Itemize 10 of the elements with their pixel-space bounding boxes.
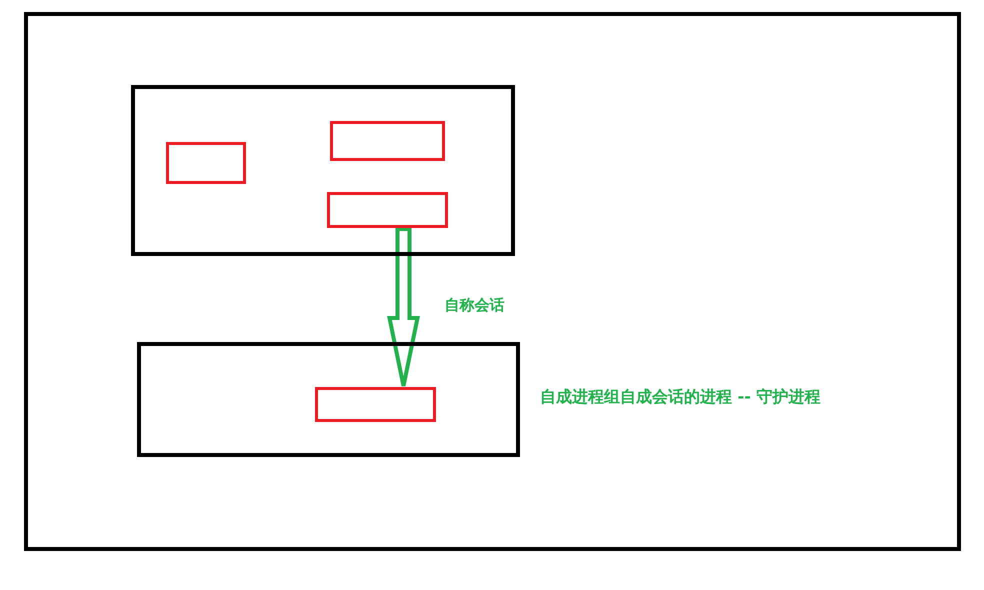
- container-box: [131, 85, 515, 256]
- edge-label: 自称会话: [444, 296, 504, 314]
- container-box: [137, 342, 520, 457]
- process-box: [327, 192, 448, 228]
- process-box: [166, 142, 246, 184]
- process-box: [330, 121, 445, 161]
- process-box: [315, 387, 436, 422]
- frame-box: [24, 12, 961, 551]
- annotation-text: 自成进程组自成会话的进程 -- 守护进程: [540, 387, 820, 408]
- block-arrow: [387, 227, 420, 388]
